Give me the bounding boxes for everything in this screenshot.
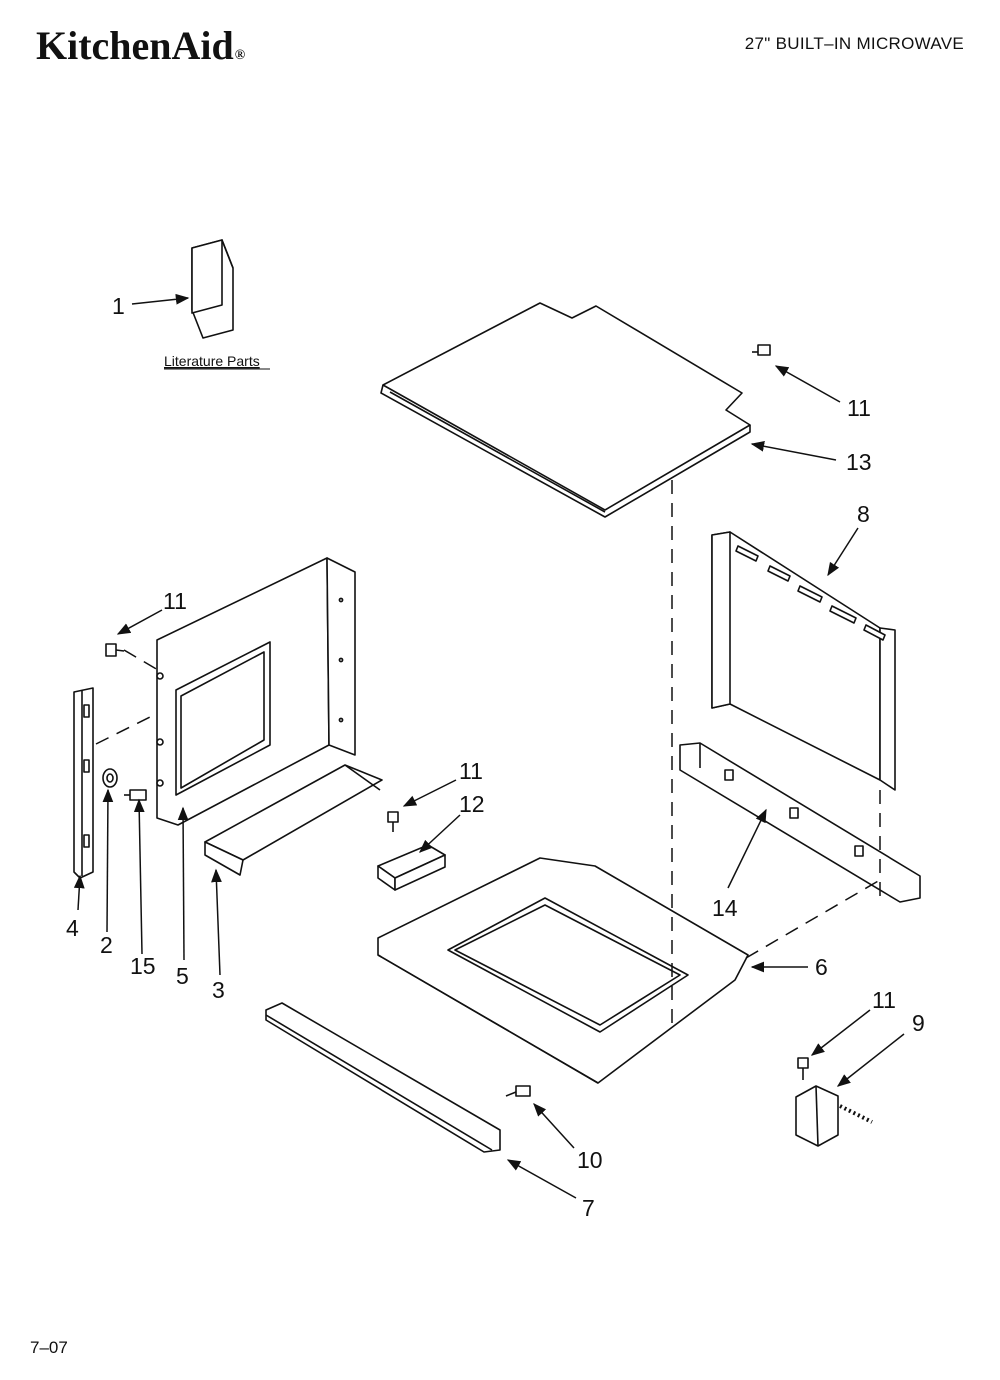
bottom-base xyxy=(377,857,749,1084)
rear-panel xyxy=(711,531,896,791)
callout-11-br: 11 xyxy=(872,987,896,1013)
literature-parts-label: Literature Parts xyxy=(164,353,260,369)
callout-10: 10 xyxy=(577,1147,603,1173)
callout-2: 2 xyxy=(100,932,113,958)
literature-booklet xyxy=(191,239,234,339)
left-bottom-bracket xyxy=(204,764,383,876)
callout-4: 4 xyxy=(66,915,79,941)
washer-part xyxy=(102,768,118,788)
callout-leaders xyxy=(73,293,905,1199)
callout-15: 15 xyxy=(130,953,156,979)
callout-12: 12 xyxy=(459,791,485,817)
screw-part-15 xyxy=(124,789,147,801)
screw-br-11 xyxy=(797,1057,809,1080)
page-code: 7–07 xyxy=(30,1338,68,1357)
callout-3: 3 xyxy=(212,977,225,1003)
callout-11-top: 11 xyxy=(847,395,871,421)
callout-13: 13 xyxy=(846,449,872,475)
left-side-panel xyxy=(156,557,356,826)
callout-7: 7 xyxy=(582,1195,595,1221)
callout-8: 8 xyxy=(857,501,870,527)
assembly-guide-lines xyxy=(95,480,881,1030)
front-rail xyxy=(679,742,921,903)
control-box xyxy=(377,844,446,891)
kitchenaid-logo: KitchenAid® xyxy=(36,26,245,66)
callout-5: 5 xyxy=(176,963,189,989)
screw-mid-11 xyxy=(387,811,399,832)
callout-6: 6 xyxy=(815,954,828,980)
callout-1: 1 xyxy=(112,293,125,319)
side-trim-strip xyxy=(73,687,94,879)
brand-name: KitchenAid xyxy=(36,23,234,68)
motor-assembly xyxy=(795,1085,873,1147)
callout-14: 14 xyxy=(712,895,738,921)
callout-9: 9 xyxy=(912,1010,925,1036)
model-title: 27" BUILT–IN MICROWAVE xyxy=(744,34,964,53)
callout-11-left: 11 xyxy=(163,588,187,614)
top-panel xyxy=(380,302,751,518)
screw-left-11 xyxy=(105,643,125,657)
screw-top-11 xyxy=(752,344,771,356)
front-strip xyxy=(265,1002,501,1153)
screw-part-10 xyxy=(505,1085,531,1097)
callout-11-mid: 11 xyxy=(459,758,483,784)
registered-mark: ® xyxy=(234,48,246,63)
